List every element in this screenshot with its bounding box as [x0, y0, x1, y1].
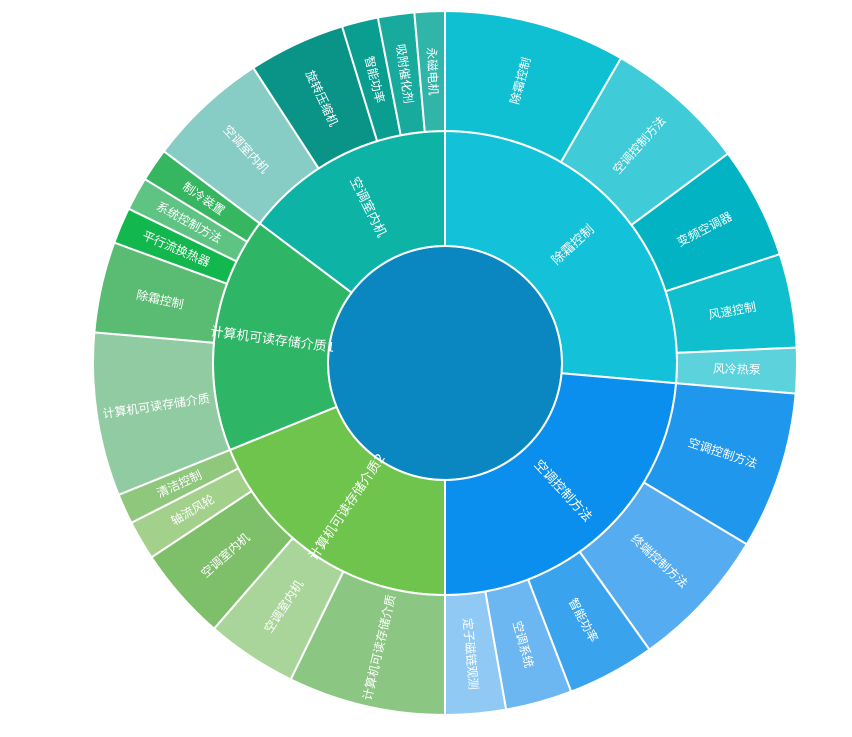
sunburst-segments: [92, 10, 798, 716]
sunburst-segment-level2[interactable]: [413, 10, 446, 133]
sunburst-center-circle[interactable]: [327, 245, 563, 481]
